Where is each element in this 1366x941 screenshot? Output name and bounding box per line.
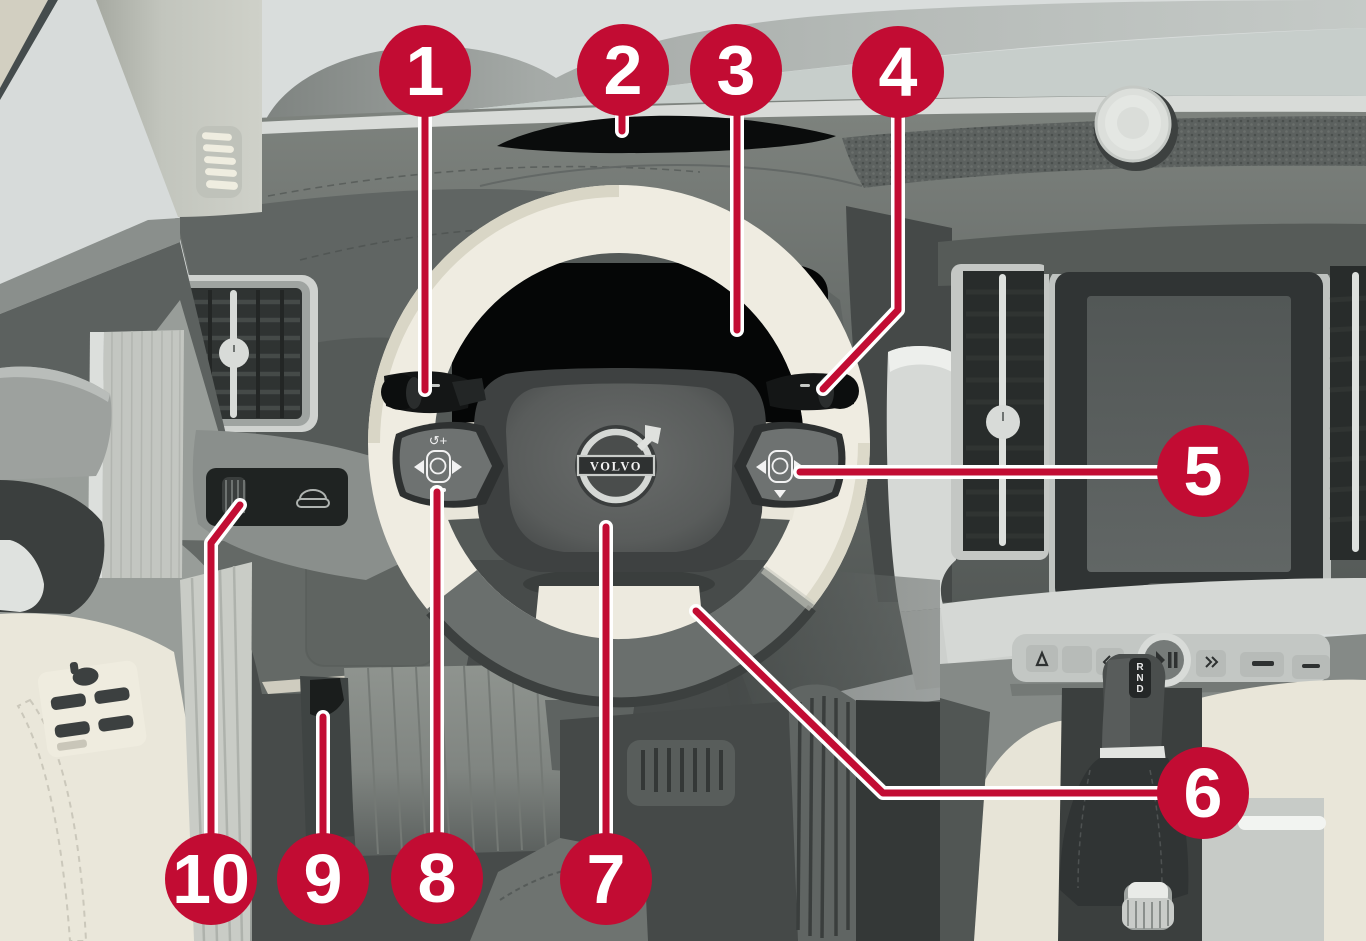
svg-text:8: 8 [418, 839, 457, 917]
svg-text:2: 2 [604, 31, 643, 109]
svg-text:7: 7 [587, 840, 626, 918]
svg-text:6: 6 [1184, 754, 1223, 832]
svg-text:5: 5 [1184, 432, 1223, 510]
svg-text:3: 3 [717, 31, 756, 109]
svg-text:D: D [1136, 684, 1143, 695]
svg-text:R: R [1136, 662, 1144, 673]
svg-text:1: 1 [406, 32, 445, 110]
svg-text:↺+: ↺+ [429, 433, 447, 448]
svg-text:4: 4 [879, 33, 918, 111]
svg-text:10: 10 [172, 840, 250, 918]
svg-text:9: 9 [304, 840, 343, 918]
svg-text:N: N [1136, 673, 1143, 684]
svg-text:VOLVO: VOLVO [590, 460, 642, 474]
